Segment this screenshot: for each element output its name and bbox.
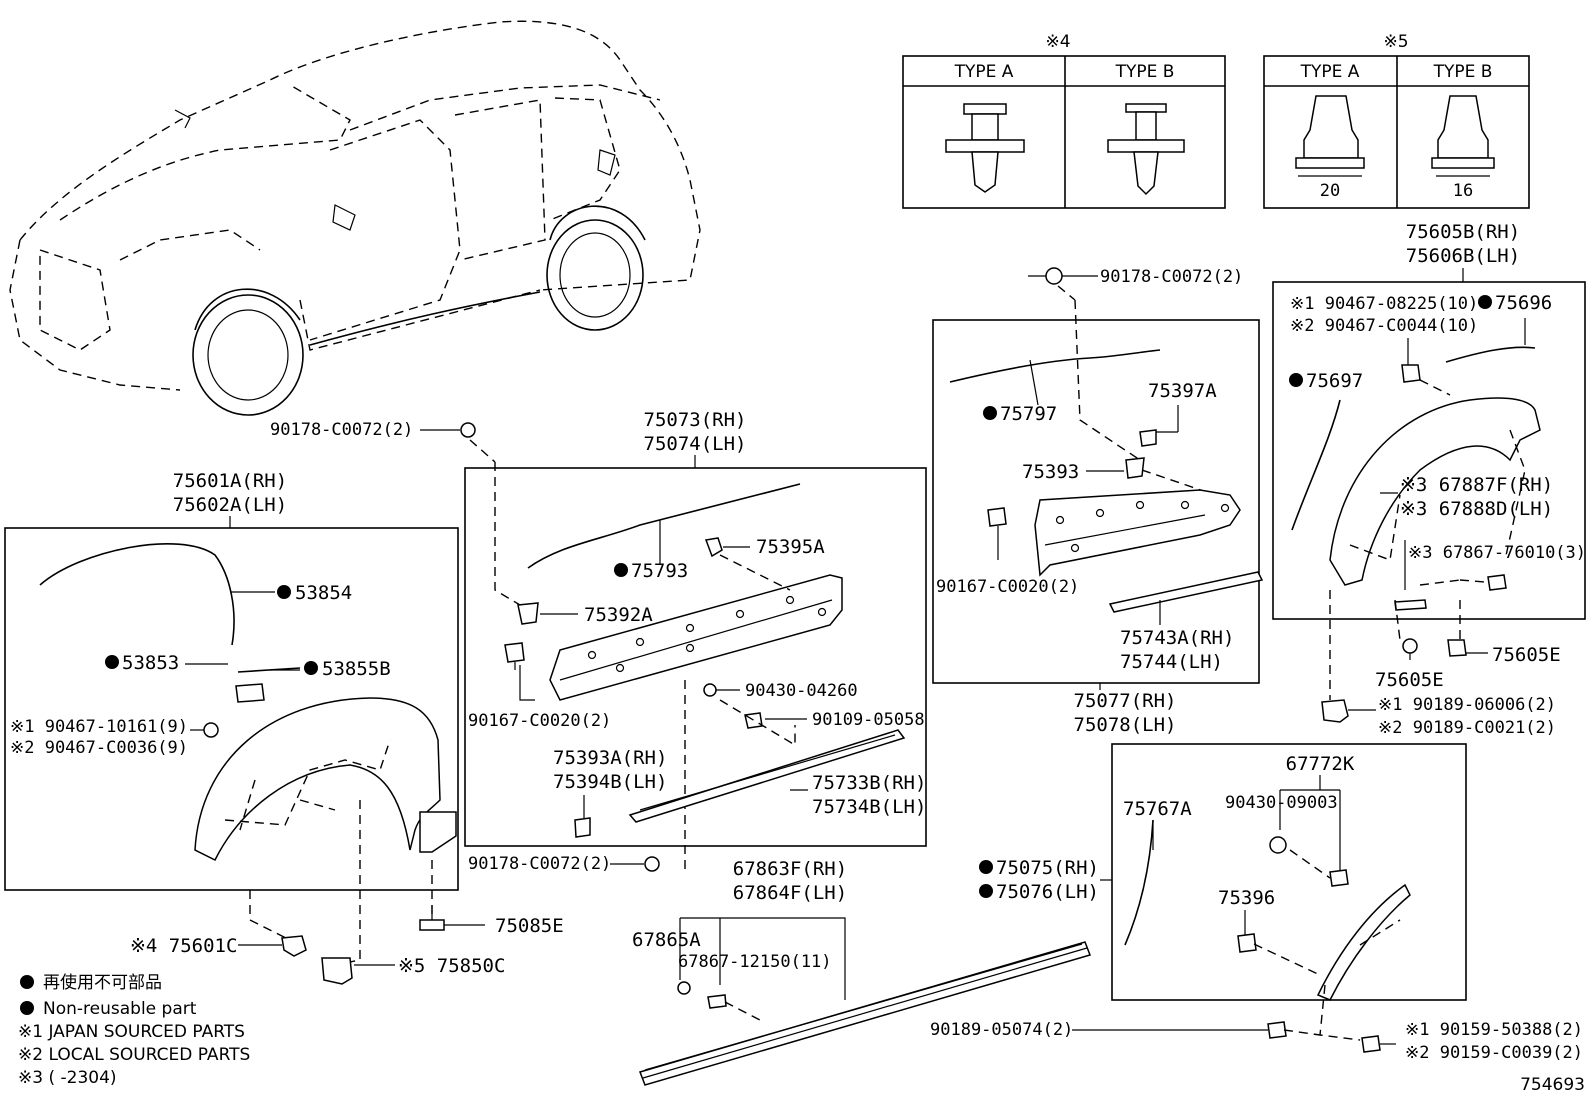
clip-table-5: ※5 TYPE A TYPE B 20 16 xyxy=(1263,32,1530,209)
label-90109-05058: 90109-05058 xyxy=(812,710,925,730)
label-75074: 75074(LH) xyxy=(644,433,747,455)
label-75073: 75073(RH) xyxy=(644,409,747,431)
clip-table-5-type-b: TYPE B xyxy=(1433,62,1493,82)
label-75605e-a: 75605E xyxy=(1492,644,1561,666)
clip-table-4-mark: ※4 xyxy=(1045,32,1070,52)
label-75397a: 75397A xyxy=(1148,380,1217,402)
label-75734b: 75734B(LH) xyxy=(812,796,926,818)
label-67865a: 67865A xyxy=(632,929,701,951)
label-75744: 75744(LH) xyxy=(1120,651,1223,673)
rocker-panel-group: 90178-C0072(2) 75073(RH) 75074(LH) 75793… xyxy=(270,409,927,874)
clip-table-5-type-a: TYPE A xyxy=(1300,62,1360,82)
clip-type-a-icon xyxy=(945,103,1025,193)
legend-note-2: ※2 LOCAL SOURCED PARTS xyxy=(18,1045,250,1065)
label-75743a: 75743A(RH) xyxy=(1120,627,1234,649)
label-90430-04260: 90430-04260 xyxy=(745,681,858,701)
rocker-strip-group: 67863F(RH) 67864F(LH) 67865A 67867-12150… xyxy=(632,858,1091,1086)
wheel-arch-molding-group: 67772K 90430-09003 75767A 75075(RH) 7507… xyxy=(930,743,1583,1063)
label-90467-c0044: ※2 90467-C0044(10) xyxy=(1290,316,1478,336)
label-90430-09003: 90430-09003 xyxy=(1225,793,1338,813)
label-67772k: 67772K xyxy=(1286,753,1355,775)
label-90189-c0021: ※2 90189-C0021(2) xyxy=(1378,718,1556,738)
label-90159-50388: ※1 90159-50388(2) xyxy=(1405,1020,1583,1040)
front-fender-fasteners: ※4 75601C 75085E ※5 75850C xyxy=(130,905,564,985)
clip-5-type-a-icon xyxy=(1295,95,1365,177)
label-90467-c0036: ※2 90467-C0036(9) xyxy=(10,738,188,758)
label-75605b: 75605B(RH) xyxy=(1406,221,1520,243)
label-75602a: 75602A(LH) xyxy=(173,494,287,516)
clip-5-type-b-icon xyxy=(1431,95,1495,177)
legend-en: Non-reusable part xyxy=(43,999,197,1019)
label-75696: 75696 xyxy=(1495,292,1552,314)
label-90178-left: 90178-C0072(2) xyxy=(270,420,413,440)
label-75733b: 75733B(RH) xyxy=(812,772,926,794)
label-75075: 75075(RH) xyxy=(996,857,1099,879)
clip-table-4-type-a: TYPE A xyxy=(954,62,1014,82)
label-90159-c0039: ※2 90159-C0039(2) xyxy=(1405,1043,1583,1063)
label-90178-top: 90178-C0072(2) xyxy=(1100,267,1243,287)
label-90167-right: 90167-C0020(2) xyxy=(936,577,1079,597)
legend: 再使用不可部品 Non-reusable part ※1 JAPAN SOURC… xyxy=(18,972,250,1088)
label-75767a: 75767A xyxy=(1123,798,1192,820)
label-53854: 53854 xyxy=(295,582,352,604)
label-75085e: 75085E xyxy=(495,915,564,937)
label-75601a: 75601A(RH) xyxy=(173,470,287,492)
clip-table-5-mark: ※5 xyxy=(1383,32,1408,52)
label-90167-mid: 90167-C0020(2) xyxy=(468,711,611,731)
legend-note-1: ※1 JAPAN SOURCED PARTS xyxy=(18,1022,245,1042)
legend-jp: 再使用不可部品 xyxy=(43,972,162,993)
front-fender-group: 75601A(RH) 75602A(LH) 53854 53853 53855B… xyxy=(4,470,459,966)
label-75396: 75396 xyxy=(1218,887,1275,909)
legend-note-3: ※3 ( -2304) xyxy=(18,1068,117,1088)
label-75797: 75797 xyxy=(1000,403,1057,425)
label-67863f: 67863F(RH) xyxy=(733,858,847,880)
label-75605e-b: 75605E xyxy=(1375,669,1444,691)
label-67888d: ※3 67888D(LH) xyxy=(1400,498,1553,520)
vehicle-outline xyxy=(9,20,701,416)
label-75606b: 75606B(LH) xyxy=(1406,245,1520,267)
label-67867-76010: ※3 67867-76010(3) xyxy=(1408,543,1586,563)
label-90467-10161: ※1 90467-10161(9) xyxy=(10,717,188,737)
label-67864f: 67864F(LH) xyxy=(733,882,847,904)
clip-table-4-type-b: TYPE B xyxy=(1115,62,1175,82)
label-53855b: 53855B xyxy=(322,658,391,680)
label-90178-bottom: 90178-C0072(2) xyxy=(468,854,611,874)
label-67867-12150: 67867-12150(11) xyxy=(678,952,832,972)
label-53853: 53853 xyxy=(122,652,179,674)
rear-door-molding-group: 90178-C0072(2) 75797 75397A 75393 90167-… xyxy=(932,267,1264,736)
label-75393: 75393 xyxy=(1022,461,1079,483)
label-67887f: ※3 67887F(RH) xyxy=(1400,474,1553,496)
clip-5-dim-b: 16 xyxy=(1453,181,1473,201)
label-75850c: ※5 75850C xyxy=(398,955,505,977)
label-75393a: 75393A(RH) xyxy=(553,747,667,769)
label-75793: 75793 xyxy=(631,560,688,582)
clip-5-dim-a: 20 xyxy=(1320,181,1340,201)
rear-fender-group: 75605B(RH) 75606B(LH) ※1 90467-08225(10)… xyxy=(1272,221,1586,738)
label-90189-05074: 90189-05074(2) xyxy=(930,1020,1073,1040)
drawing-number: 754693 xyxy=(1520,1075,1585,1095)
label-75076: 75076(LH) xyxy=(996,881,1099,903)
label-75601c: ※4 75601C xyxy=(130,935,237,957)
label-75394b: 75394B(LH) xyxy=(553,771,667,793)
label-75078: 75078(LH) xyxy=(1074,714,1177,736)
label-75392a: 75392A xyxy=(584,604,653,626)
label-75697: 75697 xyxy=(1306,370,1363,392)
label-90189-06006: ※1 90189-06006(2) xyxy=(1378,695,1556,715)
clip-type-b-icon xyxy=(1107,103,1185,196)
label-75395a: 75395A xyxy=(756,536,825,558)
label-75077: 75077(RH) xyxy=(1074,690,1177,712)
clip-table-4: ※4 TYPE A TYPE B xyxy=(902,32,1226,209)
label-90467-08225: ※1 90467-08225(10) xyxy=(1290,294,1478,314)
